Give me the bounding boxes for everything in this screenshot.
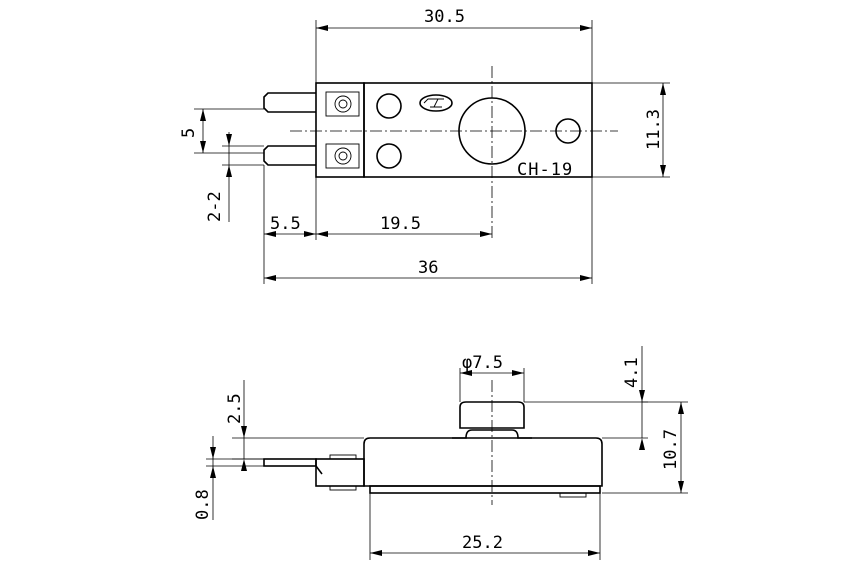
dim-knob-diameter: φ7.5 [459, 353, 525, 402]
dim-total-height: 10.7 [602, 401, 688, 494]
side-view: φ7.5 4.1 10.7 2.5 [193, 346, 688, 560]
terminal-tab-top [329, 454, 357, 460]
terminal-housing [315, 82, 365, 178]
dim-terminal-length-label: 5.5 [270, 214, 301, 234]
dim-base-length-label: 25.2 [462, 533, 503, 553]
terminal-bend [315, 465, 323, 475]
knob-side [459, 401, 525, 429]
dim-overall-width: 30.5 [315, 7, 593, 83]
base-plate [369, 485, 601, 494]
terminal-pin-upper [263, 92, 316, 113]
rivet-upper-outer [334, 95, 352, 113]
dim-overall-length-label: 36 [418, 258, 438, 278]
dim-terminal-thickness: 0.8 [193, 436, 264, 520]
model-label: CH-19 [517, 160, 573, 180]
mount-hole-upper-left [376, 93, 402, 119]
dim-terminal-width: 2-2 [205, 132, 264, 222]
dim-terminal-length: 5.5 [263, 165, 317, 284]
dim-body-height-label: 11.3 [644, 109, 664, 150]
terminal-eyelet-upper [325, 91, 360, 117]
terminal-eyelet-lower [325, 143, 360, 169]
terminal-pin-side [263, 458, 317, 467]
brand-logo-icon [419, 94, 453, 112]
dim-terminal-thickness-label: 0.8 [193, 489, 213, 520]
rivet-upper-inner [338, 99, 348, 109]
terminal-pin-lower [263, 145, 316, 166]
dim-terminal-width-label: 2-2 [205, 191, 225, 222]
top-view: CH-19 30.5 11.3 5 [179, 7, 670, 284]
terminal-housing-side [315, 458, 365, 487]
dim-center-offset: 19.5 [316, 214, 492, 237]
dim-overall-width-label: 30.5 [424, 7, 465, 27]
base-foot-right [559, 492, 587, 498]
dim-body-height: 11.3 [592, 82, 670, 178]
dim-center-offset-label: 19.5 [380, 214, 421, 234]
dim-knob-height-label: 4.1 [622, 357, 642, 388]
dim-knob-height: 4.1 [524, 346, 648, 450]
main-body-side [363, 437, 603, 487]
dim-base-length: 25.2 [369, 493, 601, 560]
rivet-lower-inner [338, 151, 348, 161]
terminal-tab-bottom [329, 485, 357, 491]
dim-total-height-label: 10.7 [661, 429, 681, 470]
rivet-lower-outer [334, 147, 352, 165]
mount-hole-lower-left [376, 143, 402, 169]
dim-overall-length: 36 [264, 177, 593, 284]
dim-terminal-spacing-label: 5 [179, 128, 199, 138]
dim-terminal-offset: 2.5 [225, 380, 364, 471]
main-body [363, 82, 593, 178]
dim-knob-diameter-label: φ7.5 [462, 353, 503, 373]
dim-terminal-offset-label: 2.5 [225, 393, 245, 424]
